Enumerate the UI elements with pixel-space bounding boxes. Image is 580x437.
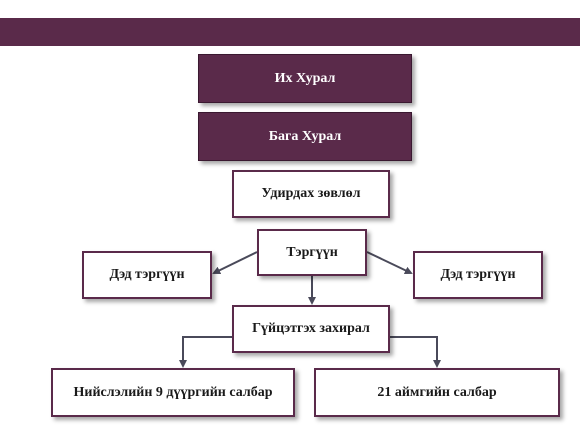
node-ded-terguun-left: Дэд тэргүүн — [82, 251, 212, 299]
node-aimag-salbar: 21 аймгийн салбар — [314, 368, 560, 417]
node-udirdakh-zuvlul-label: Удирдах зөвлөл — [261, 186, 361, 201]
node-guitsetgekh-zakhiral: Гүйцэтгэх захирал — [232, 305, 390, 353]
node-niislel-salbar-label: Нийслэлийн 9 дүүргийн салбар — [73, 384, 273, 400]
node-guitsetgekh-zakhiral-label: Гүйцэтгэх захирал — [252, 321, 370, 336]
node-terguun-label: Тэргүүн — [286, 244, 338, 260]
arrow-to-niislel-salbar — [179, 336, 232, 368]
node-ikh-khural-label: Их Хурал — [274, 70, 336, 86]
node-ded-terguun-left-label: Дэд тэргүүн — [109, 267, 185, 282]
arrow-to-ded-terguun-right — [366, 251, 413, 275]
arrow-to-ded-terguun-left — [212, 251, 258, 274]
node-aimag-salbar-label: 21 аймгийн салбар — [377, 384, 497, 400]
arrow-to-aimag-salbar — [390, 336, 441, 368]
node-terguun: Тэргүүн — [257, 229, 367, 276]
node-ded-terguun-right: Дэд тэргүүн — [413, 251, 543, 299]
node-ded-terguun-right-label: Дэд тэргүүн — [440, 267, 516, 282]
node-baga-khural: Бага Хурал — [198, 112, 412, 161]
node-niislel-salbar: Нийслэлийн 9 дүүргийн салбар — [51, 368, 295, 417]
node-udirdakh-zuvlul: Удирдах зөвлөл — [232, 170, 390, 218]
node-ikh-khural: Их Хурал — [198, 54, 412, 103]
header-bar — [0, 18, 580, 46]
node-baga-khural-label: Бага Хурал — [268, 128, 342, 144]
